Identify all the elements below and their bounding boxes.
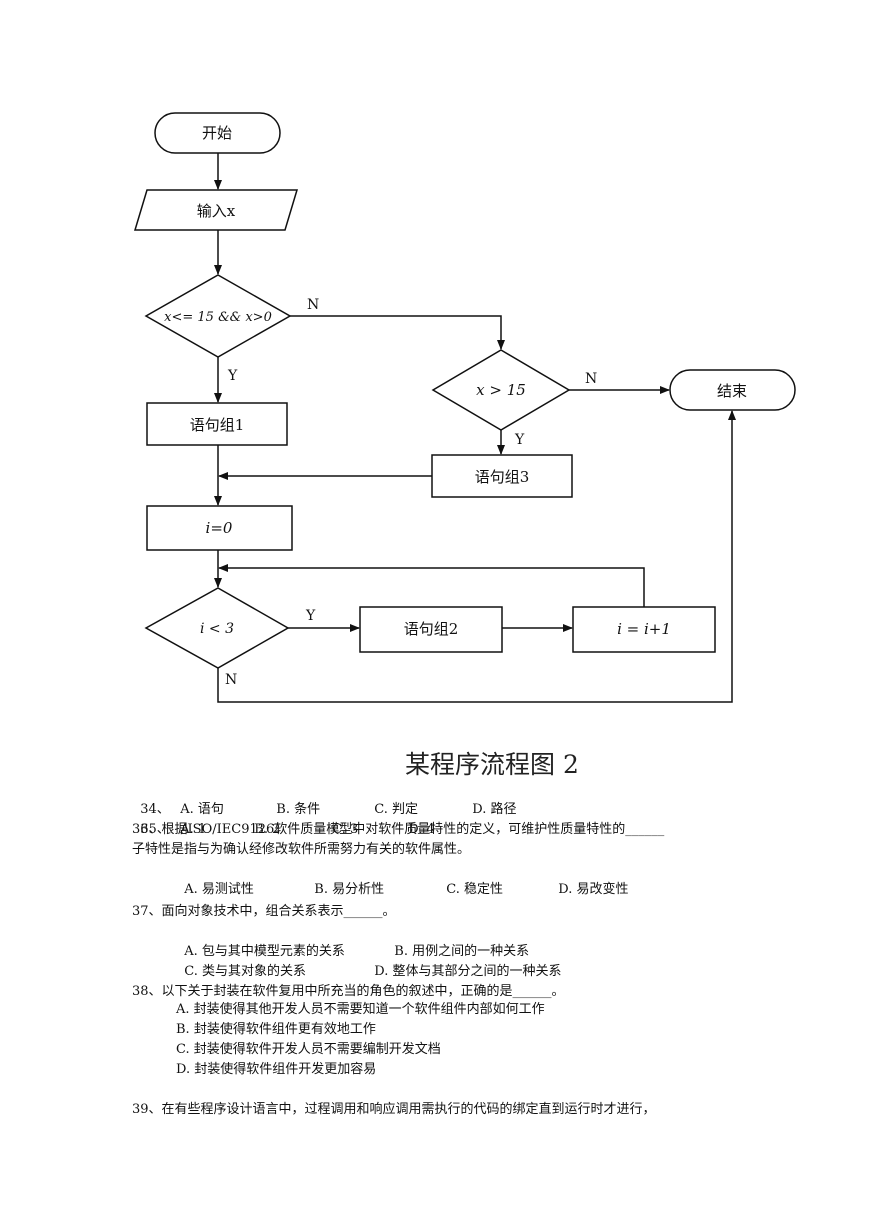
q36-option-b: B. 易分析性 (314, 882, 385, 897)
q35-option-b: B. 2 (254, 822, 281, 837)
i-init-label: i=0 (206, 519, 233, 537)
dec3-no-label: N (225, 672, 237, 688)
question-39-stem: 39、在有些程序设计语言中，过程调用和响应调用需执行的代码的绑定直到运行时才进行… (132, 1102, 656, 1117)
q37-option-b: B. 用例之间的一种关系 (394, 944, 530, 959)
q35-number: 35、 (140, 822, 170, 837)
group3-label: 语句组3 (475, 468, 530, 486)
q38-option-a: A. 封装使得其他开发人员不需要知道一个软件组件内部如何工作 (176, 1002, 545, 1017)
q35-option-d: D. 4 (408, 822, 435, 837)
group1-label: 语句组1 (190, 416, 245, 434)
q35-option-c: C. 3 (332, 822, 359, 837)
group1-box (146, 402, 288, 446)
q36-option-a: A. 易测试性 (184, 882, 254, 897)
start-label: 开始 (202, 124, 232, 142)
dec2-yes-label: Y (514, 432, 525, 448)
q34-option-c: C. 判定 (374, 802, 419, 817)
q36-option-d: D. 易改变性 (558, 882, 629, 897)
q38-option-c: C. 封装使得软件开发人员不需要编制开发文档 (176, 1042, 441, 1057)
q36-option-c: C. 稳定性 (446, 882, 504, 897)
cond2-label: x > 15 (476, 381, 526, 399)
dec3-yes-label: Y (305, 608, 316, 624)
q38-option-d: D. 封装使得软件组件开发更加容易 (176, 1062, 377, 1077)
question-37-stem: 37、面向对象技术中，组合关系表示______。 (132, 904, 396, 919)
arrow-dec3-no (217, 410, 736, 703)
cond3-label: i < 3 (200, 621, 234, 637)
question-38-stem: 38、以下关于封装在软件复用中所充当的角色的叙述中，正确的是______。 (132, 984, 565, 999)
dec1-no-label: N (307, 297, 319, 313)
cond1-label: x<= 15 && x>0 (164, 310, 272, 325)
question-37-options-row2: C. 类与其对象的关系 D. 整体与其部分之间的一种关系 (176, 942, 562, 982)
group2-label: 语句组2 (404, 620, 459, 638)
input-label: 输入x (197, 202, 236, 220)
q37-option-d: D. 整体与其部分之间的一种关系 (374, 964, 562, 979)
q34-option-d: D. 路径 (472, 802, 517, 817)
group2-box (359, 606, 503, 653)
arrow-dec1-no (290, 315, 505, 350)
q35-option-a: A. 1 (180, 822, 207, 837)
question-36-line1: 36、根据ISO/IEC9126软件质量模型中对软件质量特性的定义，可维护性质量… (132, 822, 665, 837)
q37-option-c: C. 类与其对象的关系 (184, 964, 307, 979)
dec2-no-label: N (585, 371, 597, 387)
dec1-yes-label: Y (227, 368, 238, 384)
question-37-options-row1: A. 包与其中模型元素的关系 B. 用例之间的一种关系 (176, 922, 529, 962)
question-35: 35、 A. 1 B. 2 C. 3 D. 4 (132, 800, 435, 840)
i-init-box (146, 505, 293, 551)
q37-option-a: A. 包与其中模型元素的关系 (184, 944, 345, 959)
i-inc-label: i = i+1 (617, 620, 671, 638)
arrow-loop-back (218, 564, 645, 607)
question-36-line2: 子特性是指与为确认经修改软件所需努力有关的软件属性。 (132, 842, 471, 857)
q34-option-a: A. 语句 (180, 802, 224, 817)
q38-option-b: B. 封装使得软件组件更有效地工作 (176, 1022, 376, 1037)
input-parallelogram (133, 189, 299, 231)
i-inc-box (572, 606, 716, 653)
flowchart: 开始 输入x x<= 15 && x>0 x > 15 结束 语句组1 语句组3… (133, 112, 796, 703)
end-label: 结束 (717, 382, 747, 400)
flowchart-caption: 某程序流程图 2 (405, 750, 579, 779)
q34-option-b: B. 条件 (276, 802, 321, 817)
question-36-options: A. 易测试性 B. 易分析性 C. 稳定性 D. 易改变性 (176, 860, 629, 900)
q34-number: 34、 (140, 802, 170, 817)
question-34: 34、 A. 语句 B. 条件 C. 判定 D. 路径 (132, 780, 517, 820)
